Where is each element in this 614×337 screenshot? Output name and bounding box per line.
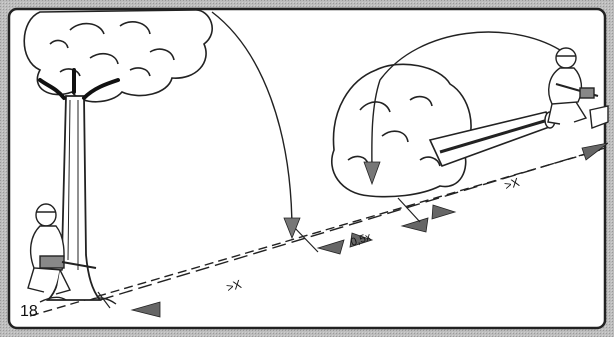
- figure-number: 18: [20, 303, 38, 320]
